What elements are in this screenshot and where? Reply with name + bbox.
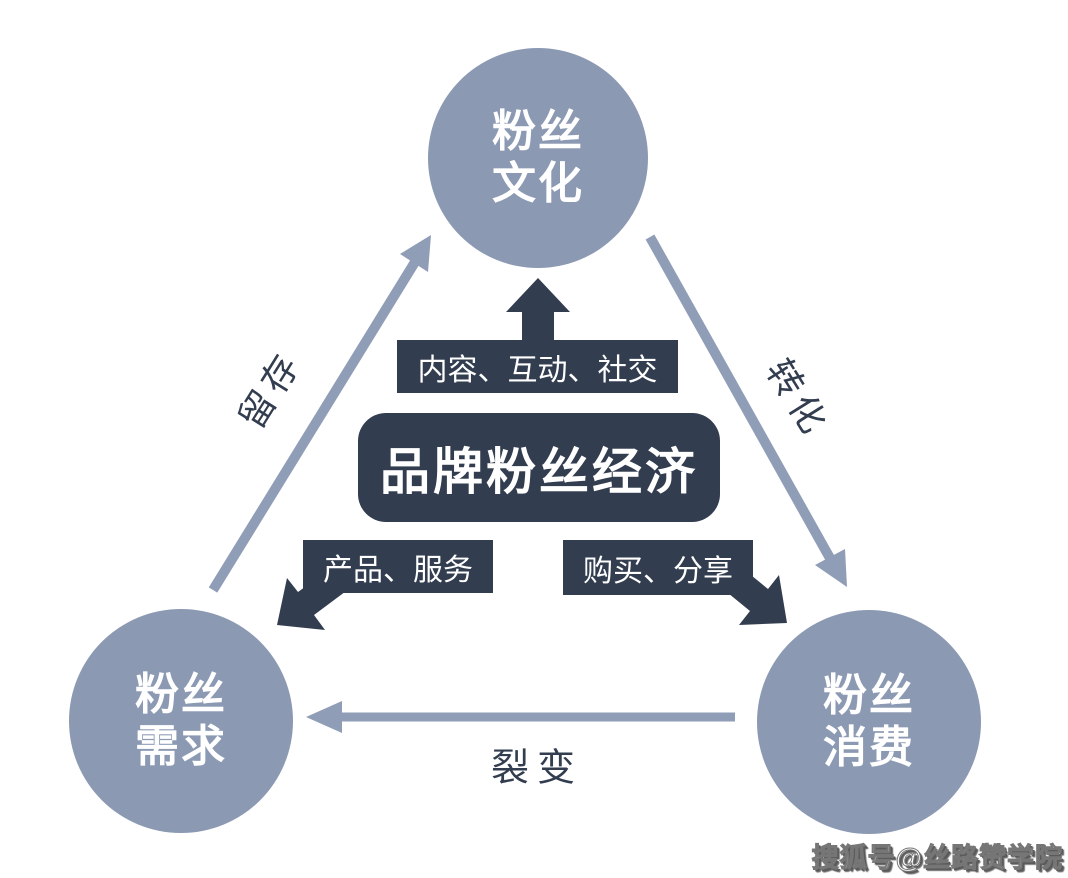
conversion-arrowhead-icon [815, 549, 847, 587]
center-title-box: 品牌粉丝经济 [358, 413, 720, 522]
node-fan-demand-line2: 需求 [135, 722, 227, 771]
node-fan-demand: 粉丝 需求 [69, 609, 293, 833]
node-fan-culture-line2: 文化 [492, 159, 584, 208]
fission-arrowhead-icon [306, 701, 342, 733]
node-fan-culture: 粉丝 文化 [428, 48, 648, 268]
conversion-arrow-line [645, 234, 836, 563]
node-fan-culture-line1: 粉丝 [492, 107, 584, 157]
node-fan-consumption-line2: 消费 [823, 723, 915, 772]
node-fan-consumption-line1: 粉丝 [823, 671, 915, 721]
edge-label-fission: 裂变 [490, 747, 584, 790]
sohu-watermark: 搜狐号@丝路赞学院 [811, 843, 1063, 874]
retention-arrowhead-icon [400, 235, 431, 272]
tag-content-interaction-social: 内容、互动、社交 [397, 340, 678, 393]
tag-product-service: 产品、服务 [303, 540, 493, 593]
tag-purchase-share: 购买、分享 [563, 540, 753, 595]
node-fan-consumption: 粉丝 消费 [757, 610, 981, 834]
up-block-arrow-icon [506, 278, 570, 345]
node-fan-demand-line1: 粉丝 [135, 670, 227, 720]
retention-arrow-line [208, 259, 420, 593]
